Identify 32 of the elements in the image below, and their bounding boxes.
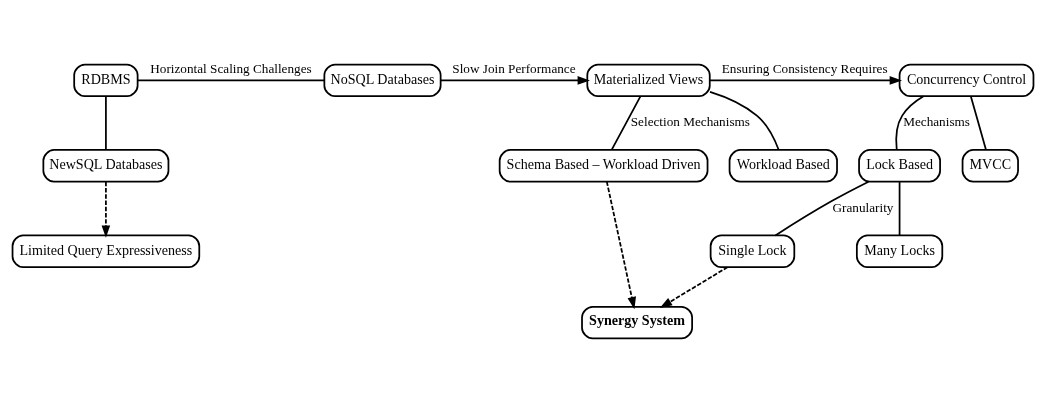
- edge-label: Granularity: [832, 199, 894, 215]
- arrow: [659, 266, 729, 309]
- connector: [709, 91, 780, 151]
- connector: [774, 180, 870, 237]
- edge-label: Mechanisms: [903, 114, 970, 130]
- edge-label: Selection Mechanisms: [630, 114, 750, 130]
- connector: [610, 95, 642, 151]
- edge-label: Ensuring Consistency Requires: [721, 61, 888, 77]
- node-box: NewSQL Databases: [42, 149, 170, 183]
- node-box: Lock Based: [858, 149, 941, 183]
- node-box: Limited Query Expressiveness: [11, 234, 201, 268]
- edge-label: Horizontal Scaling Challenges: [150, 61, 312, 77]
- node-box: Many Locks: [855, 234, 944, 268]
- connector: [898, 181, 901, 236]
- arrow: [606, 181, 636, 310]
- node-box: NoSQL Databases: [323, 63, 442, 98]
- node-box: MVCC: [961, 149, 1019, 183]
- connector: [970, 95, 987, 151]
- node-box: Materialized Views: [586, 63, 711, 98]
- arrow: [101, 181, 111, 238]
- connector: [895, 95, 925, 151]
- arrow: [440, 76, 590, 85]
- node-box: Schema Based – Workload Driven: [498, 149, 709, 183]
- connector: [136, 79, 326, 82]
- arrow: [708, 76, 902, 85]
- node-box: RDBMS: [73, 63, 139, 98]
- node-box: Single Lock: [709, 234, 796, 268]
- node-box: Workload Based: [728, 149, 838, 183]
- edge-label: Slow Join Performance: [452, 61, 576, 77]
- connector: [105, 95, 107, 151]
- node-box: Concurrency Control: [898, 63, 1035, 98]
- node-box: Synergy System: [581, 305, 693, 340]
